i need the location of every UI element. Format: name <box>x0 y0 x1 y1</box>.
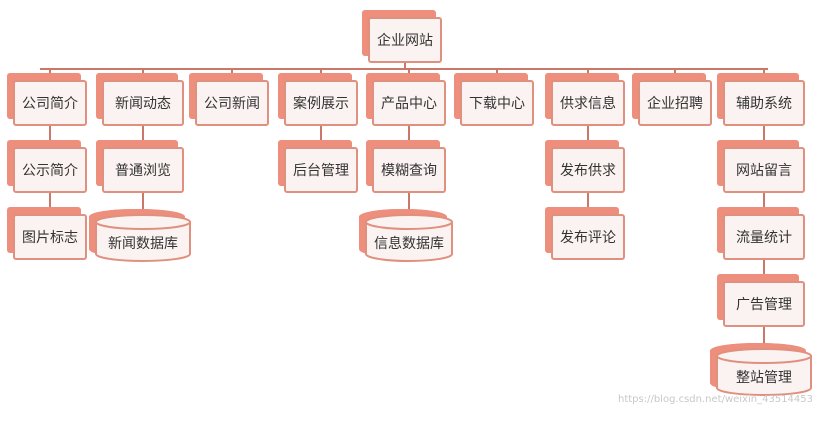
category-supply: 供求信息 <box>551 80 625 126</box>
category-company_intro-label: 公司简介 <box>22 96 78 112</box>
aux-child-0-label: 网站留言 <box>736 163 792 179</box>
category-downloads-label: 下载中心 <box>469 96 525 112</box>
products-child-0-label: 模糊查询 <box>381 163 437 179</box>
category-cases-label: 案例展示 <box>293 96 349 112</box>
category-aux: 辅助系统 <box>723 80 805 126</box>
supply-child-0-label: 发布供求 <box>560 163 616 179</box>
news-database-1: 新闻数据库 <box>89 209 191 262</box>
aux-child-0: 网站留言 <box>723 147 805 193</box>
root-label: 企业网站 <box>377 33 433 49</box>
category-news-label: 新闻动态 <box>115 96 171 112</box>
category-company_intro: 公司简介 <box>13 80 87 126</box>
news-database-1-label: 新闻数据库 <box>108 236 178 252</box>
company_intro-child-0-label: 公示简介 <box>22 163 78 179</box>
news-child-0: 普通浏览 <box>102 147 184 193</box>
category-news: 新闻动态 <box>102 80 184 126</box>
news-child-0-label: 普通浏览 <box>115 163 171 179</box>
category-supply-label: 供求信息 <box>560 96 616 112</box>
supply-child-0: 发布供求 <box>551 147 625 193</box>
products-child-0: 模糊查询 <box>372 147 446 193</box>
category-company_news-label: 公司新闻 <box>204 96 260 112</box>
company_intro-child-0: 公示简介 <box>13 147 87 193</box>
aux-child-1: 流量统计 <box>723 214 805 260</box>
category-downloads: 下载中心 <box>460 80 534 126</box>
cases-child-0-label: 后台管理 <box>293 163 349 179</box>
products-database-1-label: 信息数据库 <box>374 236 444 252</box>
supply-child-1: 发布评论 <box>551 214 625 260</box>
company_intro-child-1-label: 图片标志 <box>22 230 78 246</box>
aux-child-2-label: 广告管理 <box>736 297 792 313</box>
supply-child-1-label: 发布评论 <box>560 230 616 246</box>
aux-database-3: 整站管理 <box>710 343 812 396</box>
watermark-text: https://blog.csdn.net/weixin_43514453 <box>617 394 813 405</box>
category-recruit-label: 企业招聘 <box>647 96 703 112</box>
category-products-label: 产品中心 <box>381 96 437 112</box>
database-icon <box>89 209 191 262</box>
category-cases: 案例展示 <box>284 80 358 126</box>
products-database-1: 信息数据库 <box>359 209 453 262</box>
category-aux-label: 辅助系统 <box>736 96 792 112</box>
category-products: 产品中心 <box>372 80 446 126</box>
cases-child-0: 后台管理 <box>284 147 358 193</box>
aux-database-3-label: 整站管理 <box>736 370 792 386</box>
root-node: 企业网站 <box>368 17 442 63</box>
database-icon <box>359 209 453 262</box>
category-company_news: 公司新闻 <box>195 80 269 126</box>
aux-child-2: 广告管理 <box>723 281 805 327</box>
aux-child-1-label: 流量统计 <box>736 230 792 246</box>
category-recruit: 企业招聘 <box>638 80 712 126</box>
company_intro-child-1: 图片标志 <box>13 214 87 260</box>
database-icon <box>710 343 812 396</box>
